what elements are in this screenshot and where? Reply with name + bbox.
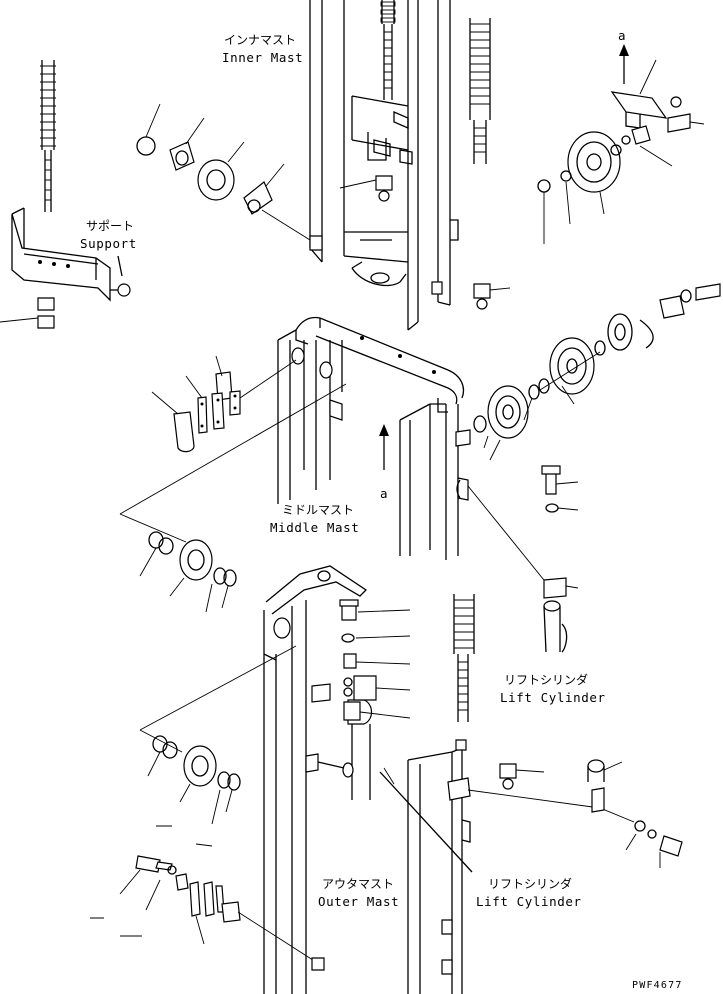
outer-mast: アウタマスト Outer Mast <box>263 565 473 994</box>
middle-shim-group <box>151 355 297 453</box>
outer-mast-label-jp: アウタマスト <box>322 877 394 891</box>
support-label-jp: サポート <box>86 219 134 233</box>
lift-cylinder-lower-label-en: Lift Cylinder <box>476 894 582 909</box>
support-label-en: Support <box>80 236 137 251</box>
lift-cylinder-lower-label-jp: リフトシリンダ <box>488 876 572 891</box>
lift-cylinder-upper: リフトシリンダ Lift Cylinder <box>500 577 606 705</box>
middle-mast-label-en: Middle Mast <box>270 520 359 535</box>
support: サポート Support <box>0 60 137 329</box>
drawing-code: PWF4677 <box>632 980 683 991</box>
outer-fastener-stack <box>339 599 411 721</box>
view-a-mid-label: a <box>380 486 388 501</box>
lift-cylinder-upper-label-jp: リフトシリンダ <box>504 672 588 687</box>
outer-right-parts <box>447 759 683 868</box>
inner-mast-label-en: Inner Mast <box>222 50 303 65</box>
middle-sheave-group <box>455 283 721 461</box>
lift-cylinder-lower: リフトシリンダ Lift Cylinder <box>476 876 582 909</box>
middle-roller-group <box>119 383 347 613</box>
middle-mast: a ミドルマスト Middle Mast <box>270 316 469 560</box>
inner-mast: インナマスト Inner Mast <box>222 0 511 331</box>
view-a-bracket-group: a <box>537 28 705 244</box>
middle-mast-label-jp: ミドルマスト <box>282 503 354 517</box>
middle-bolt-group <box>467 465 579 591</box>
view-a-top-label: a <box>618 28 626 43</box>
outer-roller-group <box>139 645 297 825</box>
lift-cylinder-upper-label-en: Lift Cylinder <box>500 690 606 705</box>
inner-roller-group <box>136 103 311 241</box>
lift-chain-lower <box>453 594 475 722</box>
lift-chain-right <box>469 18 491 164</box>
inner-mast-label-jp: インナマスト <box>224 33 296 47</box>
bottom-fastener-group <box>90 825 325 971</box>
lift-chain-inner <box>380 0 396 100</box>
outer-mast-label-en: Outer Mast <box>318 894 399 909</box>
